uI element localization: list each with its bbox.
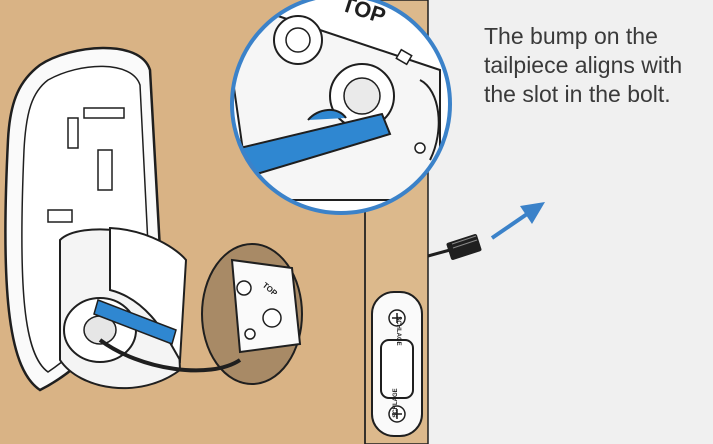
zoom-callout: TOP bbox=[230, 0, 452, 215]
screw-icon bbox=[388, 405, 406, 423]
background-panel bbox=[429, 0, 713, 444]
connector-icon bbox=[427, 234, 482, 260]
brand-label-lower: SCHLAGE bbox=[393, 388, 399, 417]
screw-icon bbox=[388, 309, 406, 327]
instruction-caption: The bump on the tailpiece aligns with th… bbox=[484, 23, 683, 107]
brand-label: SCHLAGE bbox=[395, 316, 401, 345]
arrow-icon bbox=[490, 202, 545, 240]
latch-plate: SCHLAGE SCHLAGE bbox=[371, 291, 423, 437]
bolt-plate: TOP bbox=[230, 258, 302, 354]
interior-assembly bbox=[4, 46, 242, 392]
